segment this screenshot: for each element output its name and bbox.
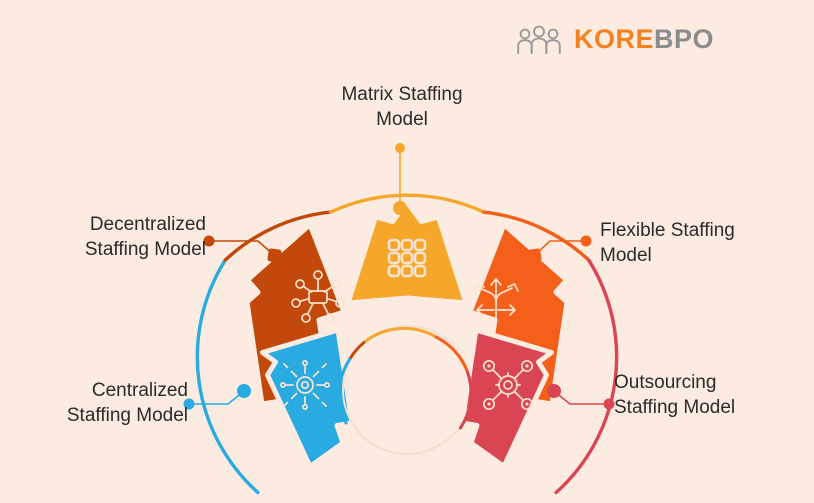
label-matrix-staffing-model: Matrix Staffing Model <box>341 84 463 131</box>
three-people-icon <box>517 25 561 54</box>
segment-outsourcing[interactable] <box>459 327 554 469</box>
decentralized-network-icon <box>291 270 345 323</box>
segment-matrix[interactable] <box>345 199 469 306</box>
label-centralized-staffing-model: Centralized Staffing Model <box>66 380 188 427</box>
segment-flexible[interactable] <box>467 222 570 407</box>
logo-bpo-text: BPO <box>653 24 714 54</box>
logo-wordmark: KOREBPO <box>574 24 714 55</box>
label-decentralized-staffing-model: Decentralized Staffing Model <box>84 214 206 261</box>
segment-decentralized[interactable] <box>244 222 347 407</box>
label-outsourcing-staffing-model: Outsourcing Staffing Model <box>614 372 736 419</box>
brand-logo: KOREBPO <box>516 24 714 55</box>
outer-track-arc <box>195 193 619 495</box>
segment-centralized[interactable] <box>260 327 355 469</box>
connector-matrix <box>393 143 407 215</box>
label-flexible-staffing-model: Flexible Staffing Model <box>600 220 735 267</box>
outsourcing-nodes-gear-icon <box>482 359 534 411</box>
connector-outsourcing <box>547 384 615 410</box>
centralized-hub-icon <box>280 360 330 410</box>
matrix-grid-icon <box>387 238 427 278</box>
logo-kore-text: KORE <box>573 24 654 54</box>
connector-centralized <box>183 384 251 410</box>
connector-flexible <box>527 235 592 263</box>
inner-ring-arc <box>337 325 473 455</box>
connector-decentralized <box>203 235 282 263</box>
flexible-branching-arrows-icon <box>473 278 519 323</box>
